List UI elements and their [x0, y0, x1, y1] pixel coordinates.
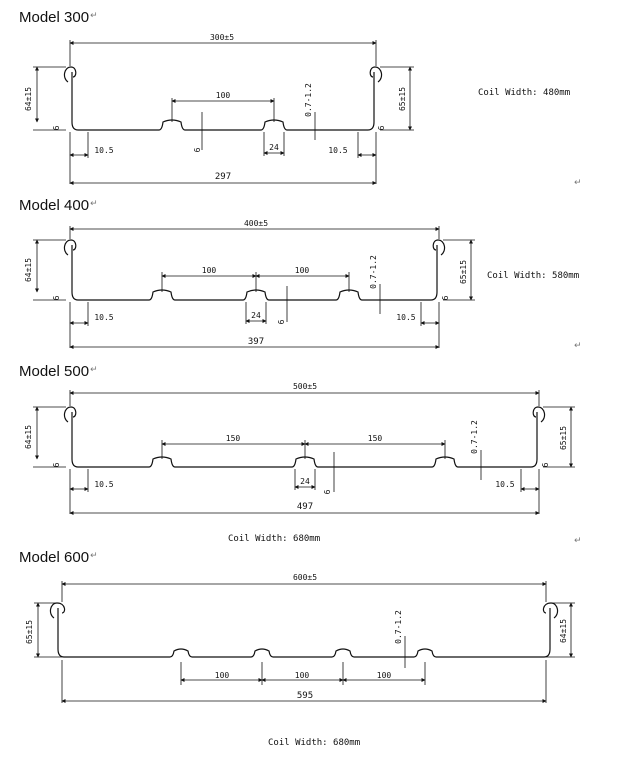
- model-600-right-height-label: 64±15: [559, 619, 568, 643]
- model-500-edge-right-label: 10.5: [495, 480, 514, 489]
- model-600-thickness-label: 0.7-1.2: [394, 610, 403, 644]
- paragraph-mark-icon: ↵: [574, 536, 582, 546]
- model-400-edge-right-label: 10.5: [396, 313, 415, 322]
- model-300-left-height-label: 64±15: [24, 87, 33, 111]
- model-600-profile: [49, 602, 559, 658]
- model-300-left-foot-label: 6: [52, 125, 61, 130]
- model-400-thickness-label: 0.7-1.2: [369, 255, 378, 289]
- paragraph-mark-icon: ↵: [90, 10, 98, 20]
- model-500-left-foot-label: 6: [52, 462, 61, 467]
- model-600-total-width-label: 600±5: [293, 573, 317, 582]
- model-300-profile: [63, 66, 383, 131]
- model-400-coil-width: Coil Width: 580mm: [487, 271, 580, 281]
- model-400-profile: [63, 239, 446, 301]
- model-400-left-foot-label: 6: [52, 295, 61, 300]
- model-600-rib-spacing-label: 100: [215, 671, 230, 680]
- model-400-right-height-label: 65±15: [459, 260, 468, 284]
- model-300-thickness-label: 0.7-1.2: [304, 83, 313, 117]
- model-600-rib-spacing-3-label: 100: [377, 671, 392, 680]
- paragraph-mark-icon: ↵: [574, 341, 582, 351]
- model-500-rib-spacing-label: 150: [226, 434, 241, 443]
- model-400-right-foot-label: 6: [441, 295, 450, 300]
- model-400-left-height-label: 64±15: [24, 258, 33, 282]
- model-500-thickness-label: 0.7-1.2: [470, 420, 479, 454]
- model-600-rib-spacing-2-label: 100: [295, 671, 310, 680]
- model-300-right-foot-label: 6: [377, 125, 386, 130]
- paragraph-mark-icon: ↵: [90, 550, 98, 560]
- model-300-right-height-label: 65±15: [398, 87, 407, 111]
- model-300-rib-spacing-label: 100: [216, 91, 231, 100]
- model-300-total-width-label: 300±5: [210, 33, 234, 42]
- paragraph-mark-icon: ↵: [90, 364, 98, 374]
- model-300-coil-width: Coil Width: 480mm: [478, 88, 571, 98]
- model-300-bottom-width-label: 297: [215, 172, 231, 182]
- model-400-edge-left-label: 10.5: [94, 313, 113, 322]
- model-500-total-width-label: 500±5: [293, 382, 317, 391]
- model-500-coil-width: Coil Width: 680mm: [228, 534, 321, 544]
- model-600-left-height-label: 65±15: [25, 620, 34, 644]
- model-400-title: Model 400↵: [19, 197, 98, 214]
- model-400-rib-height-label: 6: [277, 319, 286, 324]
- model-400-total-width-label: 400±5: [244, 219, 268, 228]
- model-500-right-foot-label: 6: [541, 462, 550, 467]
- model-300-rib-height-label: 6: [193, 147, 202, 152]
- model-300-title: Model 300↵: [19, 9, 98, 26]
- model-600-bottom-width-label: 595: [297, 691, 313, 701]
- model-300-edge-right-label: 10.5: [328, 146, 347, 155]
- model-500-rib-spacing-2-label: 150: [368, 434, 383, 443]
- model-300-rib-width-label: 24: [269, 143, 279, 152]
- model-300-edge-left-label: 10.5: [94, 146, 113, 155]
- model-500-rib-height-label: 6: [323, 489, 332, 494]
- model-600-coil-width: Coil Width: 680mm: [268, 738, 361, 748]
- model-500-rib-width-label: 24: [300, 477, 310, 486]
- model-400-rib-width-label: 24: [251, 311, 261, 320]
- model-500-right-height-label: 65±15: [559, 426, 568, 450]
- model-500-left-height-label: 64±15: [24, 425, 33, 449]
- model-500-bottom-width-label: 497: [297, 502, 313, 512]
- model-600-title: Model 600↵: [19, 549, 98, 566]
- model-500-title: Model 500↵: [19, 363, 98, 380]
- paragraph-mark-icon: ↵: [90, 198, 98, 208]
- model-400-rib-spacing-2-label: 100: [295, 266, 310, 275]
- model-500-edge-left-label: 10.5: [94, 480, 113, 489]
- paragraph-mark-icon: ↵: [574, 178, 582, 188]
- model-400-rib-spacing-label: 100: [202, 266, 217, 275]
- model-400-bottom-width-label: 397: [248, 337, 264, 347]
